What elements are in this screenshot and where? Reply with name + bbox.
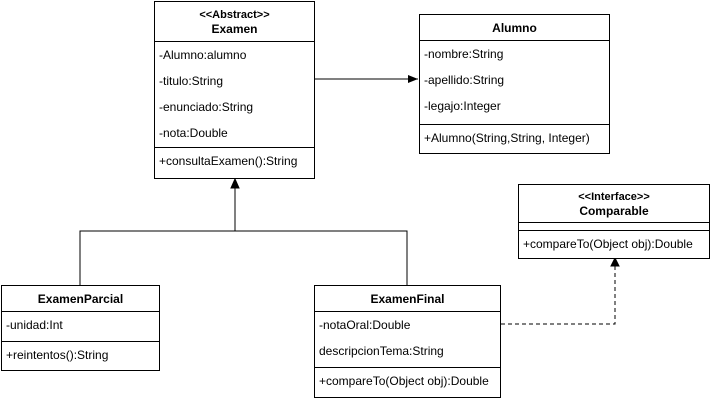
attribute: -notaOral:Double — [319, 318, 411, 332]
generalization-examenparcial-examen — [79, 230, 235, 285]
class-alumno-attributes: -nombre:String -apellido:String -legajo:… — [420, 41, 609, 125]
class-alumno-header: Alumno — [420, 15, 609, 41]
class-examenparcial-attributes: -unidad:Int — [2, 312, 159, 342]
class-examen-methods: +consultaExamen():String — [155, 148, 314, 174]
class-alumno-methods: +Alumno(String,String, Integer) — [420, 125, 609, 151]
class-examenparcial-methods: +reintentos():String — [2, 342, 159, 368]
attribute: -unidad:Int — [6, 318, 63, 332]
class-examenfinal-header: ExamenFinal — [315, 286, 500, 312]
class-alumno-name: Alumno — [492, 20, 537, 35]
realization-examenfinal-comparable — [501, 262, 616, 325]
method: +reintentos():String — [6, 348, 109, 362]
class-examenfinal-methods: +compareTo(Object obj):Double — [315, 368, 500, 394]
method: +compareTo(Object obj):Double — [523, 237, 693, 251]
class-comparable-name: Comparable — [579, 203, 649, 218]
class-examen-header: <<Abstract>> Examen — [155, 2, 314, 42]
attribute: -nota:Double — [159, 126, 228, 140]
attribute: -legajo:Integer — [424, 99, 501, 113]
class-examenparcial-header: ExamenParcial — [2, 286, 159, 312]
class-comparable[interactable]: <<Interface>> Comparable +compareTo(Obje… — [518, 184, 710, 259]
class-examen-attributes: -Alumno:alumno -titulo:String -enunciado… — [155, 42, 314, 148]
attribute: -enunciado:String — [159, 100, 254, 114]
class-examen[interactable]: <<Abstract>> Examen -Alumno:alumno -titu… — [154, 1, 315, 179]
class-comparable-methods: +compareTo(Object obj):Double — [519, 231, 709, 257]
class-examenparcial-name: ExamenParcial — [37, 291, 124, 306]
class-examenfinal-name: ExamenFinal — [370, 291, 445, 306]
class-examen-stereotype: <<Abstract>> — [199, 8, 270, 21]
class-alumno[interactable]: Alumno -nombre:String -apellido:String -… — [419, 14, 610, 154]
attribute: descripcionTema:String — [319, 344, 444, 358]
generalization-examenfinal-examen — [235, 230, 408, 285]
class-comparable-attributes — [519, 223, 709, 231]
generalization-arrowhead — [230, 177, 240, 189]
class-examen-name: Examen — [211, 21, 258, 36]
attribute: -nombre:String — [424, 47, 504, 61]
realization-arrowhead — [610, 256, 620, 267]
class-examenfinal-attributes: -notaOral:Double descripcionTema:String — [315, 312, 500, 368]
attribute: -apellido:String — [424, 73, 505, 87]
attribute: -Alumno:alumno — [159, 48, 247, 62]
attribute: -titulo:String — [159, 74, 224, 88]
method: +consultaExamen():String — [159, 154, 298, 168]
class-comparable-stereotype: <<Interface>> — [578, 190, 650, 203]
method: +Alumno(String,String, Integer) — [424, 131, 590, 145]
class-examenparcial[interactable]: ExamenParcial -unidad:Int +reintentos():… — [1, 285, 160, 371]
class-examenfinal[interactable]: ExamenFinal -notaOral:Double descripcion… — [314, 285, 501, 398]
class-comparable-header: <<Interface>> Comparable — [519, 185, 709, 223]
method: +compareTo(Object obj):Double — [319, 374, 489, 388]
